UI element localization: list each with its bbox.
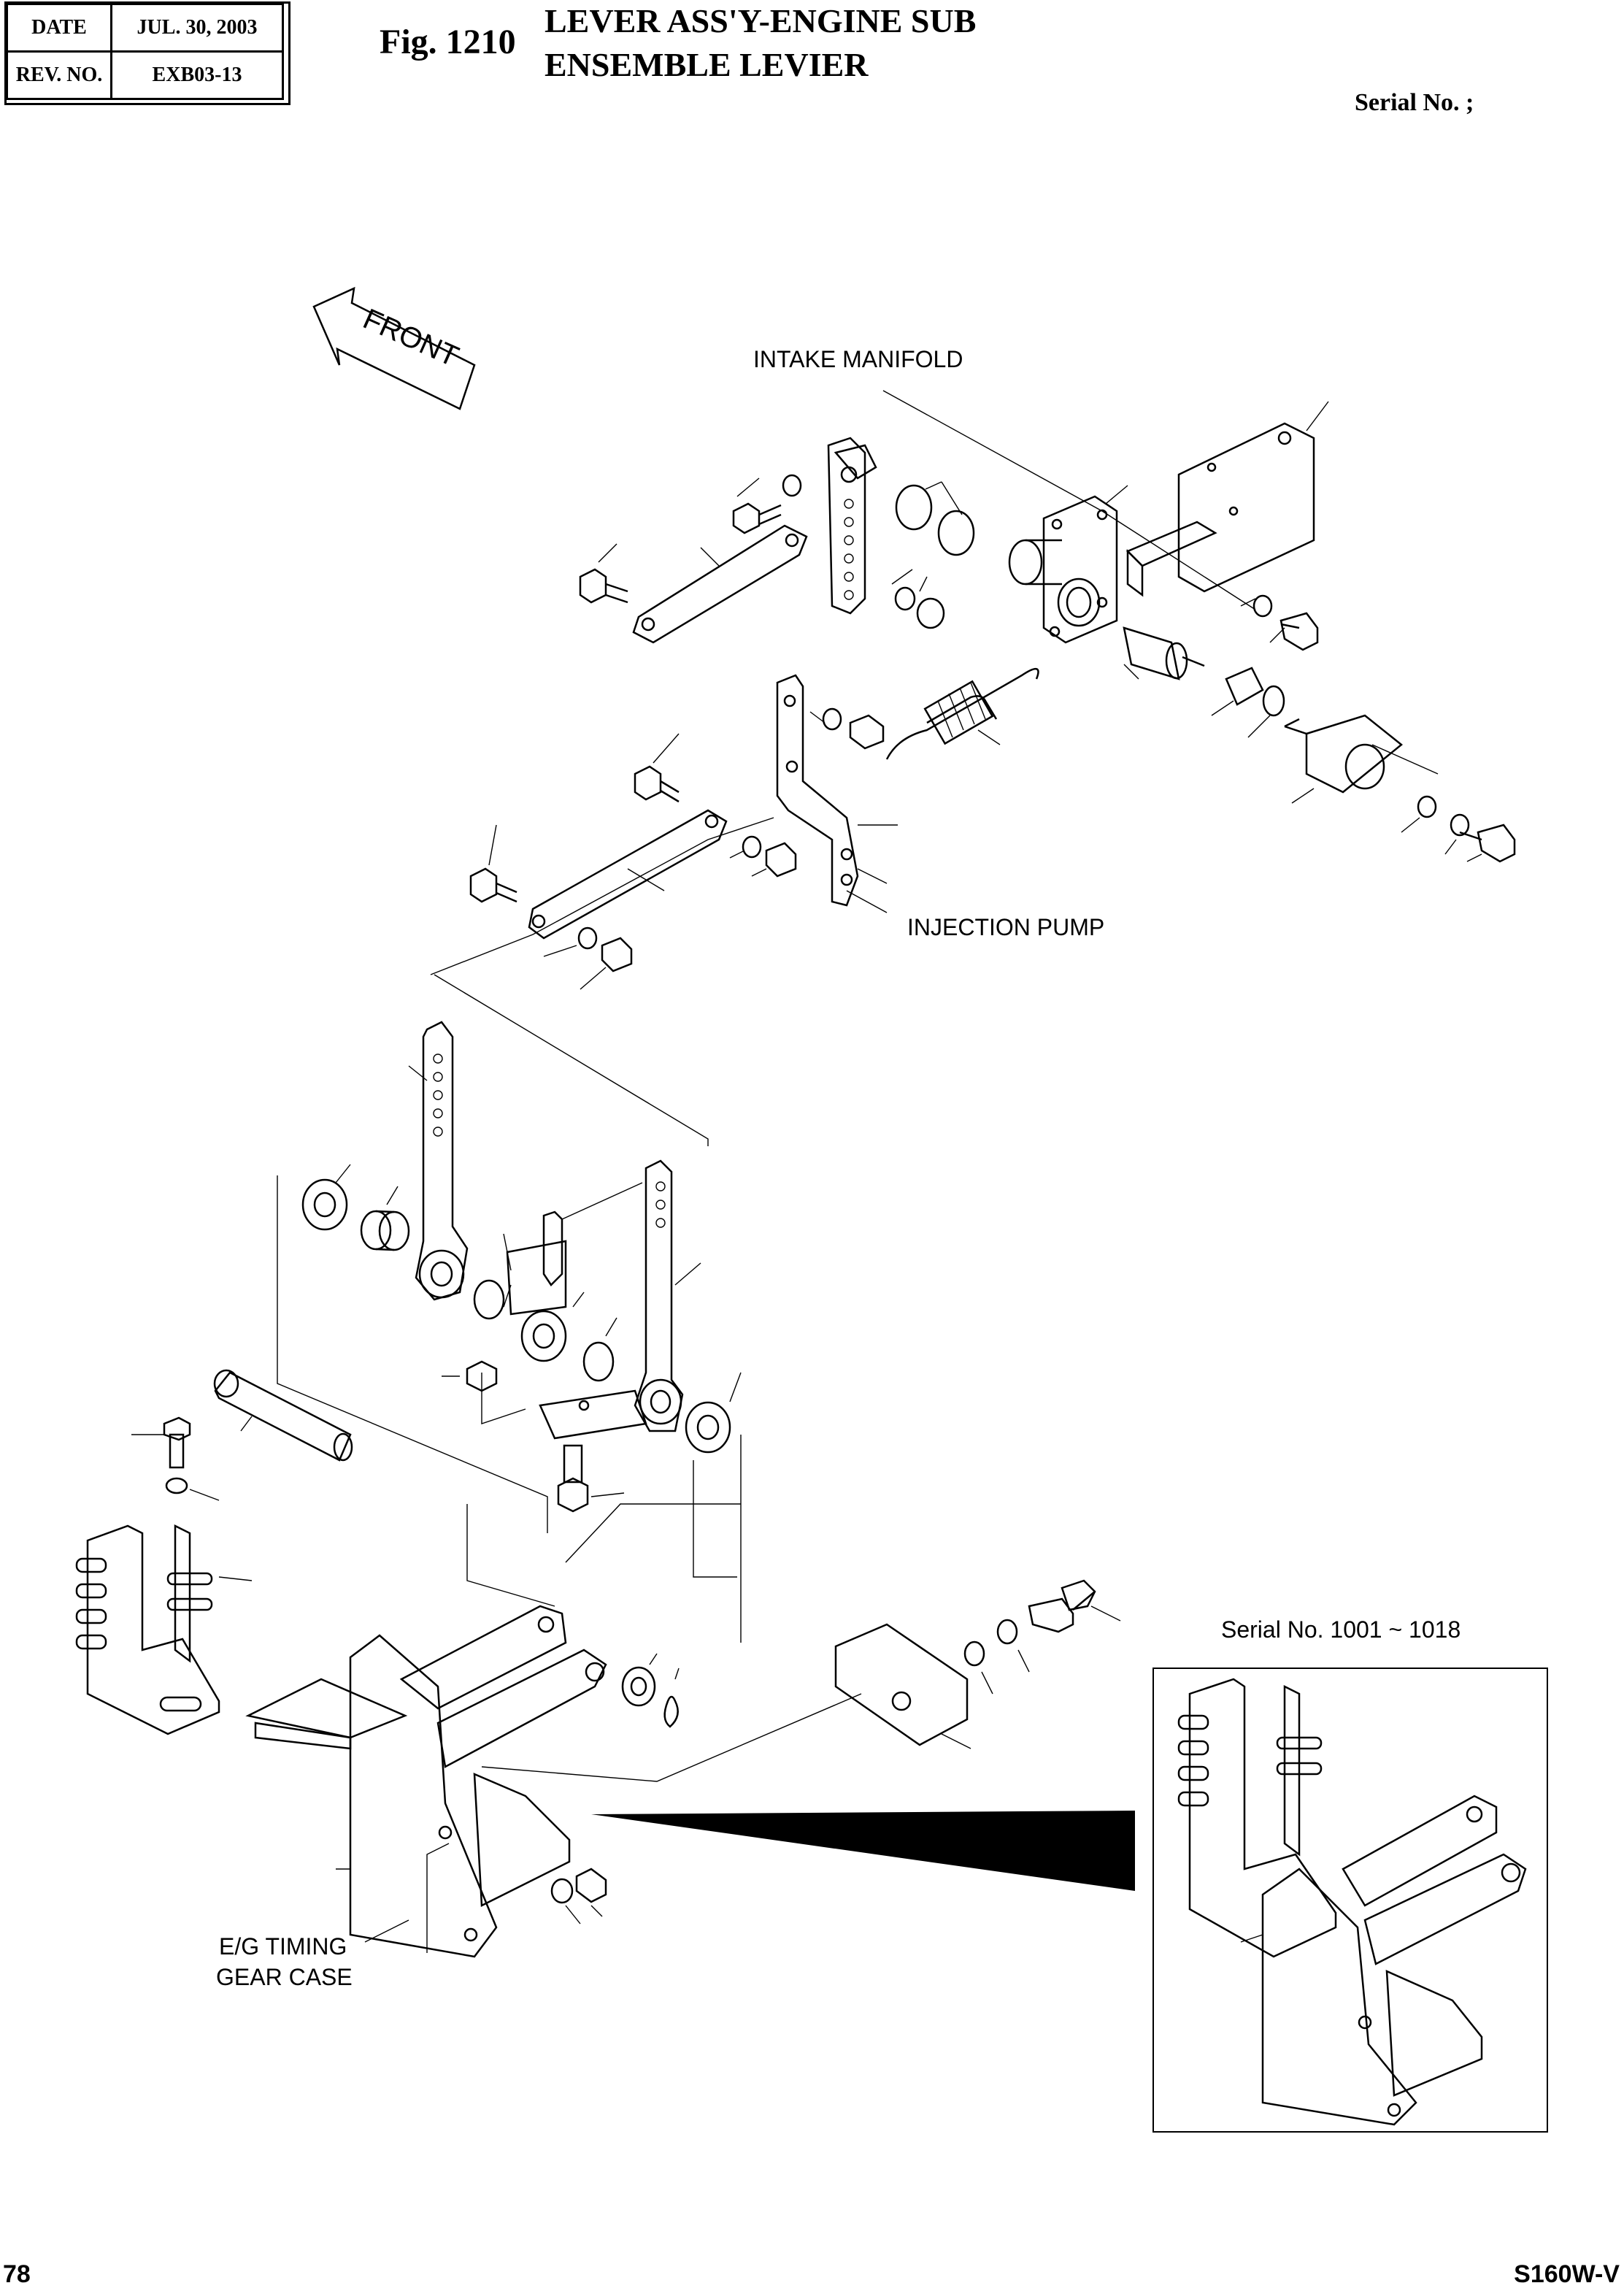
date-value: JUL. 30, 2003: [110, 3, 284, 53]
rev-label: REV. NO.: [6, 50, 112, 100]
header-table: DATE JUL. 30, 2003 REV. NO. EXB03-13: [6, 3, 284, 100]
figure-title-fr: ENSEMBLE LEVIER: [544, 46, 869, 83]
injection-pump-label: INJECTION PUMP: [907, 914, 1105, 940]
serial-label: Serial No. ;: [1355, 89, 1474, 116]
rev-value: EXB03-13: [110, 50, 284, 100]
inset-detail: [1152, 1668, 1548, 2133]
front-arrow-label: FRONT: [358, 303, 463, 373]
figure-title-en: LEVER ASS'Y-ENGINE SUB: [544, 2, 977, 39]
figure-number: Fig. 1210: [380, 23, 516, 61]
model-code: S160W-V: [1514, 2260, 1620, 2288]
date-label: DATE: [6, 3, 112, 53]
front-arrow: FRONT: [312, 286, 476, 410]
detail-pointer-wedge: [591, 1811, 1135, 1891]
page-number: 78: [3, 2260, 31, 2288]
return-spring: [885, 668, 1039, 760]
intake-manifold-label: INTAKE MANIFOLD: [753, 346, 963, 372]
timing-gear-case-label-1: E/G TIMING: [219, 1933, 347, 1960]
upper-assembly: [430, 390, 1516, 990]
inset-serial-label: Serial No. 1001 ~ 1018: [1221, 1616, 1461, 1643]
lower-assembly: [75, 974, 1135, 1958]
header-box: [4, 1, 290, 105]
timing-gear-case-label-2: GEAR CASE: [216, 1964, 353, 1990]
